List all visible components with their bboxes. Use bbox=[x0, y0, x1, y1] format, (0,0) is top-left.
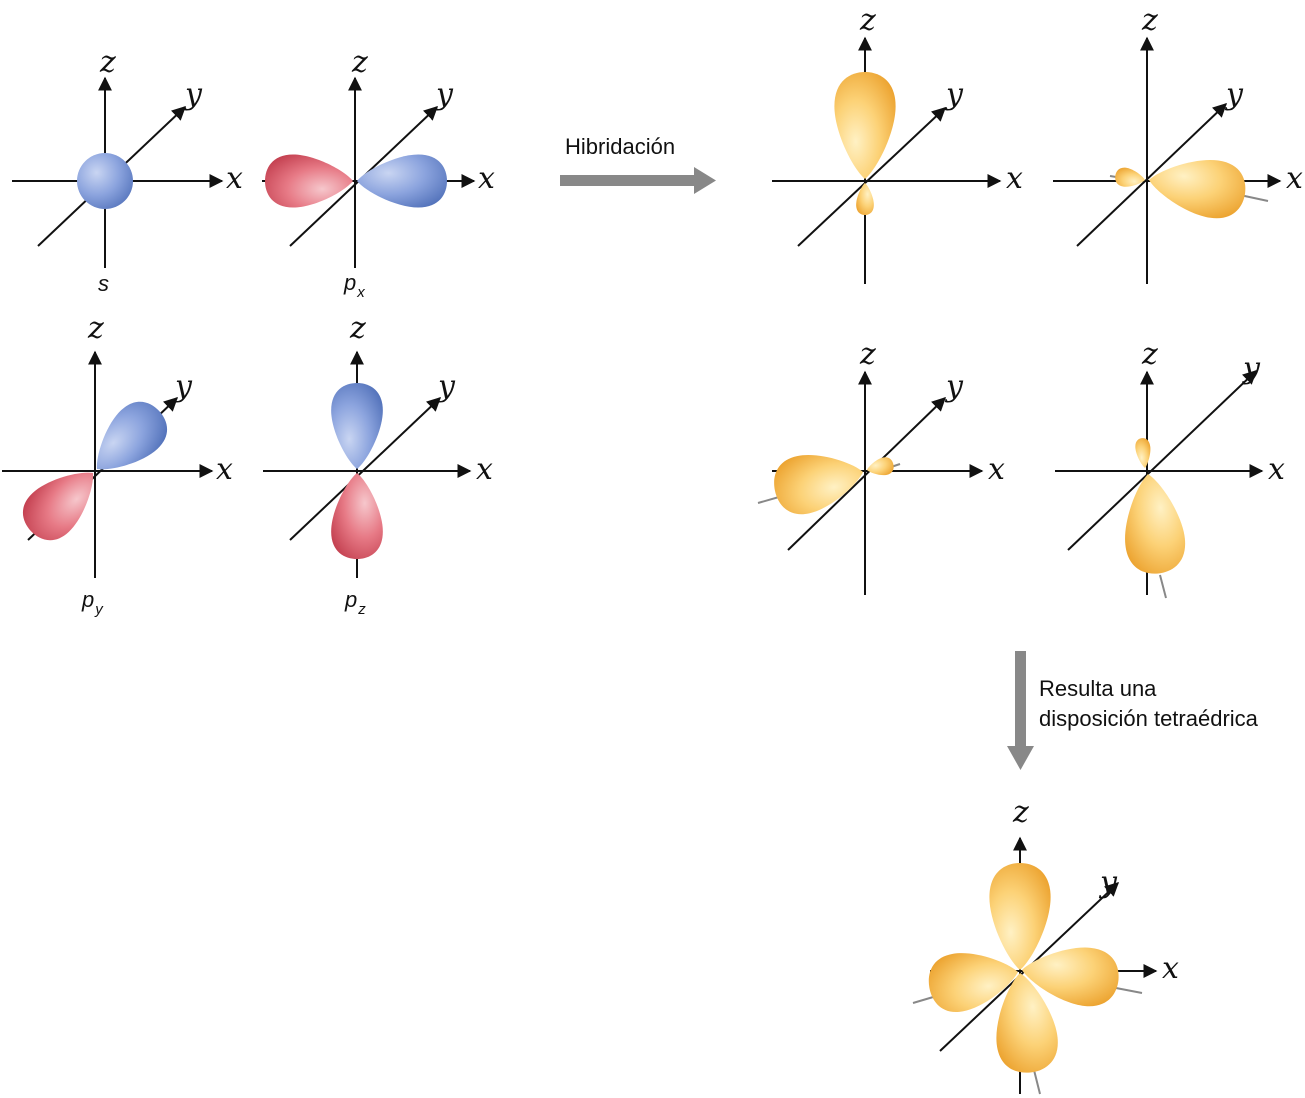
y-axis-label: y bbox=[1241, 351, 1261, 386]
pz-negative-lobe bbox=[331, 473, 383, 559]
x-axis-label: x bbox=[478, 161, 495, 196]
z-axis-label: z bbox=[1141, 337, 1158, 372]
arrow-head-right-icon bbox=[694, 167, 716, 194]
y-axis-label: y bbox=[1098, 865, 1118, 900]
pz-positive-lobe bbox=[331, 383, 383, 469]
py-negative-lobe bbox=[12, 453, 112, 551]
lobe-guide-line bbox=[1239, 194, 1269, 202]
y-axis bbox=[787, 397, 947, 551]
z-axis-label: z bbox=[859, 3, 876, 38]
pz-orbital-panel: z y x pz bbox=[263, 311, 493, 618]
lobe-guide-line bbox=[1033, 1069, 1041, 1095]
y-axis-label: y bbox=[1224, 77, 1244, 112]
py-orbital-panel: z y x py bbox=[2, 311, 233, 618]
result-label-line2: disposición tetraédrica bbox=[1039, 706, 1259, 731]
lobe-guide-line bbox=[1115, 987, 1143, 994]
y-axis-label: y bbox=[434, 77, 454, 112]
sp3-hybrid-panel-1: z y x bbox=[772, 3, 1023, 284]
y-axis bbox=[1067, 370, 1258, 551]
hybridization-label: Hibridación bbox=[565, 134, 675, 159]
z-axis-label: z bbox=[859, 337, 876, 372]
x-axis-label: x bbox=[988, 452, 1005, 487]
z-axis-label: z bbox=[1012, 795, 1029, 830]
arrow-head-down-icon bbox=[1007, 746, 1034, 770]
x-axis-label: x bbox=[226, 161, 243, 196]
y-axis-label: y bbox=[183, 77, 203, 112]
y-axis-label: y bbox=[944, 369, 964, 404]
z-axis-label: z bbox=[87, 311, 104, 346]
hybrid-minor-lobe bbox=[1134, 437, 1153, 469]
s-orbital-panel: z y x s bbox=[12, 45, 243, 296]
px-positive-lobe bbox=[357, 154, 447, 208]
sp3-hybrid-panel-4: z y x bbox=[1055, 337, 1285, 599]
y-axis-label: y bbox=[944, 77, 964, 112]
result-label-line1: Resulta una bbox=[1039, 676, 1157, 701]
x-axis-label: x bbox=[1286, 161, 1303, 196]
hybrid-minor-lobe bbox=[1113, 166, 1147, 190]
sp3-hybrid-panel-3: z y x bbox=[757, 337, 1005, 595]
hybrid-minor-lobe bbox=[865, 455, 896, 479]
hybrid-major-lobe bbox=[1144, 151, 1250, 223]
orbital-label-px: px bbox=[343, 270, 365, 301]
x-axis-label: x bbox=[476, 452, 493, 487]
arrow-shaft bbox=[1015, 651, 1026, 747]
z-axis-label: z bbox=[349, 311, 366, 346]
result-arrow: Resulta una disposición tetraédrica bbox=[1007, 651, 1259, 770]
orbital-label-pz: pz bbox=[344, 587, 366, 618]
orbital-label-py: py bbox=[81, 587, 104, 618]
z-axis-label: z bbox=[99, 45, 116, 80]
py-positive-lobe bbox=[78, 391, 178, 489]
x-axis-label: x bbox=[216, 452, 233, 487]
x-axis-label: x bbox=[1268, 452, 1285, 487]
arrow-shaft bbox=[560, 175, 695, 186]
z-axis-label: z bbox=[1141, 3, 1158, 38]
s-orbital-sphere bbox=[77, 153, 133, 209]
x-axis-label: x bbox=[1006, 161, 1023, 196]
y-axis bbox=[1076, 103, 1228, 247]
y-axis-label: y bbox=[173, 369, 193, 404]
y-axis bbox=[289, 397, 442, 541]
hybrid-major-lobe bbox=[1118, 470, 1189, 577]
px-orbital-panel: z y x px bbox=[262, 45, 495, 301]
hybrid-major-lobe bbox=[768, 443, 870, 520]
x-axis-label: x bbox=[1162, 951, 1179, 986]
y-axis bbox=[797, 107, 947, 247]
y-axis-label: y bbox=[436, 369, 456, 404]
sp3-hybrid-panel-2: z y x bbox=[1053, 3, 1303, 284]
z-axis-label: z bbox=[351, 45, 368, 80]
orbital-label-s: s bbox=[98, 271, 109, 296]
hybridization-arrow: Hibridación bbox=[560, 134, 716, 194]
tetrahedral-result-panel: z y x bbox=[912, 795, 1179, 1095]
lobe-guide-line bbox=[1159, 574, 1167, 599]
